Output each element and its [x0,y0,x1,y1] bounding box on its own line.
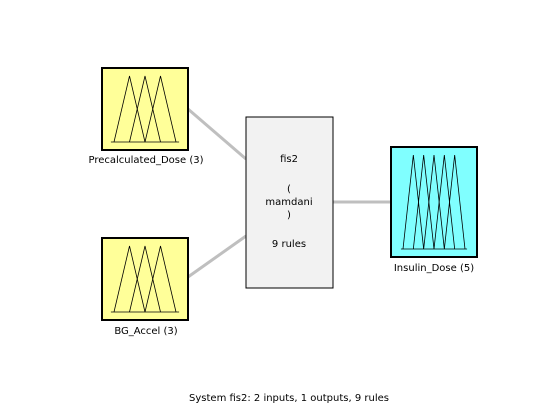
membership-function-curve [412,154,435,250]
input-label: Precalculated_Dose (3) [89,155,204,166]
membership-functions [110,75,180,143]
system-block[interactable]: fis2 ( mamdani ) 9 rules [245,116,334,289]
system-close-paren: ) [287,210,291,221]
membership-function-curve [129,75,161,143]
membership-function-curve [402,154,425,250]
system-type: mamdani [265,197,312,208]
connectors [187,107,391,279]
input-label: BG_Accel (3) [114,326,177,337]
input-box[interactable] [101,237,189,321]
output-box[interactable] [390,146,478,258]
system-name: fis2 [280,154,298,165]
system-box[interactable] [245,116,334,289]
membership-function-curve [129,245,161,313]
connector-input-2 [187,234,247,279]
output-block-insulin-dose[interactable]: Insulin_Dose (5) [390,146,478,274]
membership-functions [400,154,468,250]
membership-functions [110,245,180,313]
membership-function-curve [144,245,177,313]
output-label: Insulin_Dose (5) [394,263,474,274]
connector-input-1 [187,107,247,161]
membership-function-curve [113,75,146,143]
membership-function-curve [113,245,146,313]
input-box[interactable] [101,67,189,151]
membership-function-curve [423,154,445,250]
membership-function-curve [144,75,177,143]
membership-function-curve [443,154,466,250]
system-summary-caption: System fis2: 2 inputs, 1 outputs, 9 rule… [189,393,389,404]
input-block-precalculated-dose[interactable]: Precalculated_Dose (3) [89,67,204,166]
system-rules: 9 rules [272,239,306,250]
membership-function-curve [433,154,456,250]
system-open-paren: ( [287,184,291,195]
input-block-bg-accel[interactable]: BG_Accel (3) [101,237,189,337]
